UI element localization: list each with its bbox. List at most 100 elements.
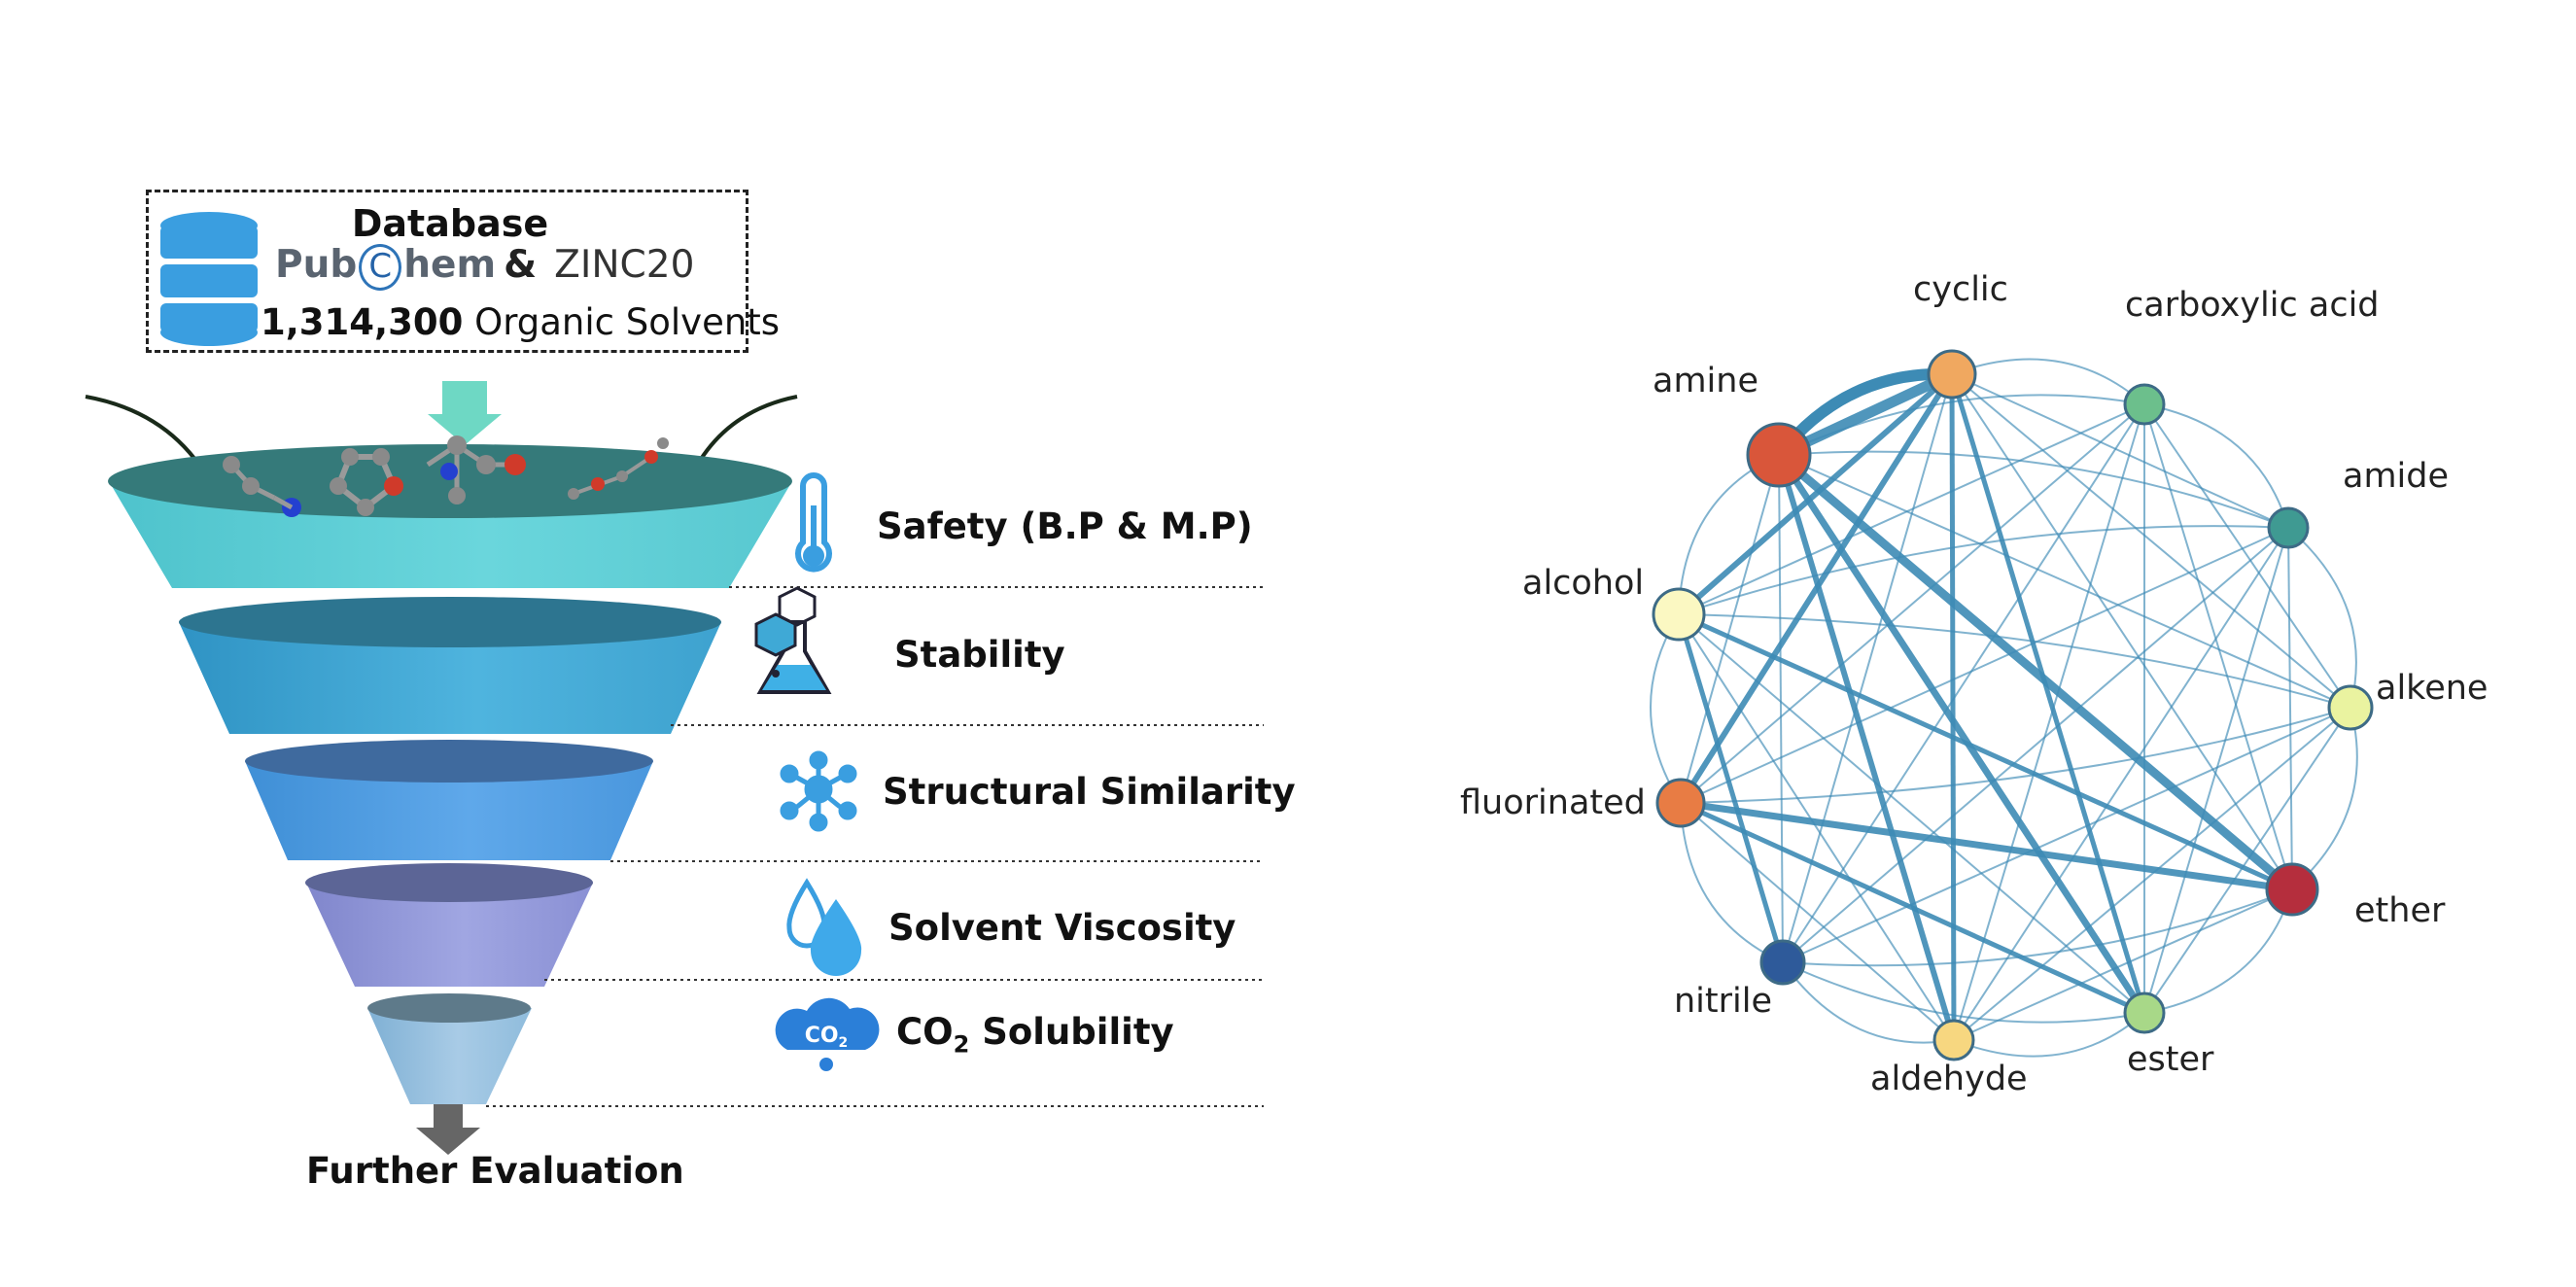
stage-label-solvent-viscosity: Solvent Viscosity (888, 907, 1236, 949)
functional-group-network (1650, 349, 2374, 1061)
brand-ampersand: & (504, 243, 538, 287)
network-edge (2291, 707, 2358, 890)
network-label-amine: amine (1653, 362, 1758, 400)
network-edges (1650, 358, 2358, 1058)
flask-icon (754, 586, 832, 694)
solvent-count-suffix: Organic Solvents (463, 301, 781, 343)
network-edge (1782, 961, 2145, 1024)
stage-label-co2-solubility: CO2 Solubility (896, 1011, 1174, 1058)
network-node-icon (780, 750, 857, 832)
network-edge (1782, 961, 1955, 1044)
network-edge (1680, 802, 1784, 963)
molecule-icons (223, 435, 669, 517)
solvent-count: 1,314,300 Organic Solvents (261, 301, 780, 343)
network-node-amide (2267, 506, 2310, 549)
co2-rest: Solubility (969, 1011, 1174, 1053)
network-label-ester: ester (2127, 1040, 2214, 1079)
network-nodes (1652, 349, 2374, 1061)
funnel-diagram: CO2 (85, 212, 1264, 1155)
network-node-carboxylic-acid (2123, 383, 2166, 426)
network-edge (1650, 613, 1682, 804)
network-edge (1953, 888, 2293, 1041)
network-edge (2143, 707, 2351, 1014)
network-edge (1953, 707, 2351, 1041)
network-edge (1782, 888, 2293, 967)
network-edge (1678, 525, 2289, 615)
network-label-aldehyde: aldehyde (1870, 1060, 2028, 1098)
network-node-ester (2123, 991, 2166, 1034)
network-edge (2143, 403, 2293, 890)
network-edge (1951, 358, 2145, 405)
network-node-nitrile (1759, 939, 1806, 986)
network-edge (1953, 403, 2145, 1041)
network-edge (1776, 451, 2295, 893)
network-node-alcohol (1652, 587, 1706, 642)
network-node-amine (1746, 422, 1812, 488)
stage-label-stability: Stability (894, 634, 1065, 676)
network-edge (1776, 453, 2147, 1015)
network-edge (1949, 373, 2147, 1014)
database-title: Database (351, 202, 549, 245)
network-label-alcohol: alcohol (1522, 564, 1645, 603)
network-edge (1680, 799, 2293, 893)
network-node-fluorinated (1655, 778, 1706, 828)
network-edge (1953, 1012, 2145, 1058)
network-edge (1680, 454, 1780, 804)
network-edge (1680, 802, 1955, 1041)
network-node-ether (2265, 862, 2319, 917)
network-edge (1680, 707, 2351, 804)
network-edge (1778, 394, 2145, 456)
network-label-carboxylic-acid: carboxylic acid (2125, 286, 2380, 325)
co2-main: CO (896, 1011, 954, 1053)
network-edge (1953, 527, 2289, 1041)
funnel-layer-3 (245, 740, 653, 860)
funnel-layer-4 (305, 863, 593, 987)
network-edge (1949, 373, 1957, 1041)
network-edge (1676, 613, 1786, 963)
network-label-alkene: alkene (2376, 669, 2489, 708)
co2-sub: 2 (953, 1030, 970, 1059)
network-edge (1678, 403, 2145, 615)
output-arrow-icon (416, 1104, 480, 1155)
network-edge (2287, 527, 2293, 890)
network-edge (1677, 371, 1954, 617)
further-evaluation-label: Further Evaluation (306, 1150, 684, 1192)
pubchem-logo-post: hem (403, 243, 497, 287)
co2-cloud-icon: CO2 (775, 997, 880, 1071)
network-edge (1782, 527, 2289, 963)
droplets-icon (786, 878, 862, 976)
stage-label-safety: Safety (B.P & M.P) (877, 505, 1253, 547)
network-edge (1776, 454, 1957, 1041)
pubchem-logo-pre: Pub (275, 243, 358, 287)
stage-separators (486, 586, 1264, 1107)
network-label-amide: amide (2343, 457, 2450, 496)
network-edge (1678, 613, 2351, 709)
funnel-layer-2 (179, 597, 721, 734)
network-edge (1678, 613, 1955, 1041)
network-edge (1778, 454, 1784, 963)
stage-label-structural-similarity: Structural Similarity (883, 771, 1296, 813)
network-node-aldehyde (1932, 1019, 1975, 1061)
input-arrow-icon (428, 381, 502, 445)
network-edge (2287, 527, 2357, 709)
network-edge (1778, 454, 2351, 709)
thermometer-icon (795, 472, 832, 573)
network-label-fluorinated: fluorinated (1460, 783, 1646, 822)
network-edge (1677, 611, 2294, 892)
zinc20-label: ZINC20 (554, 243, 695, 287)
funnel-layer-5 (367, 993, 532, 1104)
database-icon (160, 212, 258, 346)
network-edge (2143, 403, 2351, 709)
network-edge (1680, 527, 2289, 804)
network-node-cyclic (1927, 349, 1977, 400)
network-edge (2143, 403, 2289, 529)
network-edge (1951, 373, 2351, 709)
solvent-count-number: 1,314,300 (261, 301, 464, 343)
network-label-nitrile: nitrile (1674, 982, 1773, 1021)
network-edge (1951, 373, 2289, 529)
network-edge (2143, 888, 2293, 1014)
network-edge (1782, 707, 2351, 963)
